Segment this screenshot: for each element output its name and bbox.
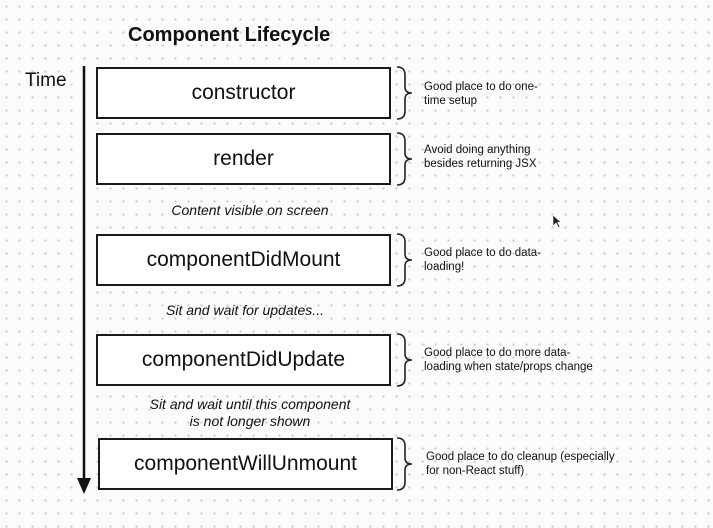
component-did-mount-label: componentDidMount [146,248,341,271]
component-did-mount-brace [396,233,413,287]
time-label: Time [25,70,67,91]
render-brace [396,132,413,186]
constructor-box: constructor [96,67,391,119]
render-note: Avoid doing anything besides returning J… [424,143,674,171]
render-box: render [96,133,391,185]
status-wait-unmount: Sit and wait until this component is not… [110,396,390,430]
time-arrow [77,66,91,494]
render-note-line-2: besides returning JSX [424,158,537,170]
status-wait-unmount-line-1: Sit and wait until this component [149,396,351,412]
component-will-unmount-note-line-1: Good place to do cleanup (especially [426,451,615,463]
status-wait-updates: Sit and wait for updates... [100,302,390,319]
component-will-unmount-brace [396,437,413,491]
component-did-update-note-line-1: Good place to do more data- [424,347,571,359]
constructor-label: constructor [191,81,296,104]
status-wait-updates-line-1: Sit and wait for updates... [166,302,324,318]
component-will-unmount-note-line-2: for non-React stuff) [426,465,525,477]
component-will-unmount-box: componentWillUnmount [98,438,393,490]
constructor-note-line-2: time setup [424,95,478,107]
component-did-update-note: Good place to do more data- loading when… [424,346,674,374]
component-did-update-label: componentDidUpdate [141,348,346,371]
mouse-pointer-icon [552,214,562,228]
component-did-mount-note-line-1: Good place to do data- [424,247,541,259]
component-did-update-box: componentDidUpdate [96,334,391,386]
component-did-mount-box: componentDidMount [96,234,391,286]
status-wait-unmount-line-2: is not longer shown [189,413,311,429]
status-content-visible-line-1: Content visible on screen [171,202,329,218]
component-did-mount-note-line-2: loading! [424,261,465,273]
constructor-brace [396,66,413,120]
component-will-unmount-note: Good place to do cleanup (especially for… [426,450,676,478]
diagram-title: Component Lifecycle [128,24,331,46]
component-did-update-brace [396,333,413,387]
component-did-update-note-line-2: loading when state/props change [424,361,593,373]
component-did-mount-note: Good place to do data- loading! [424,246,674,274]
render-note-line-1: Avoid doing anything [424,144,531,156]
constructor-note-line-1: Good place to do one- [424,81,538,93]
render-label: render [213,147,274,170]
component-will-unmount-label: componentWillUnmount [134,452,357,475]
constructor-note: Good place to do one- time setup [424,80,674,108]
status-content-visible: Content visible on screen [110,202,390,219]
